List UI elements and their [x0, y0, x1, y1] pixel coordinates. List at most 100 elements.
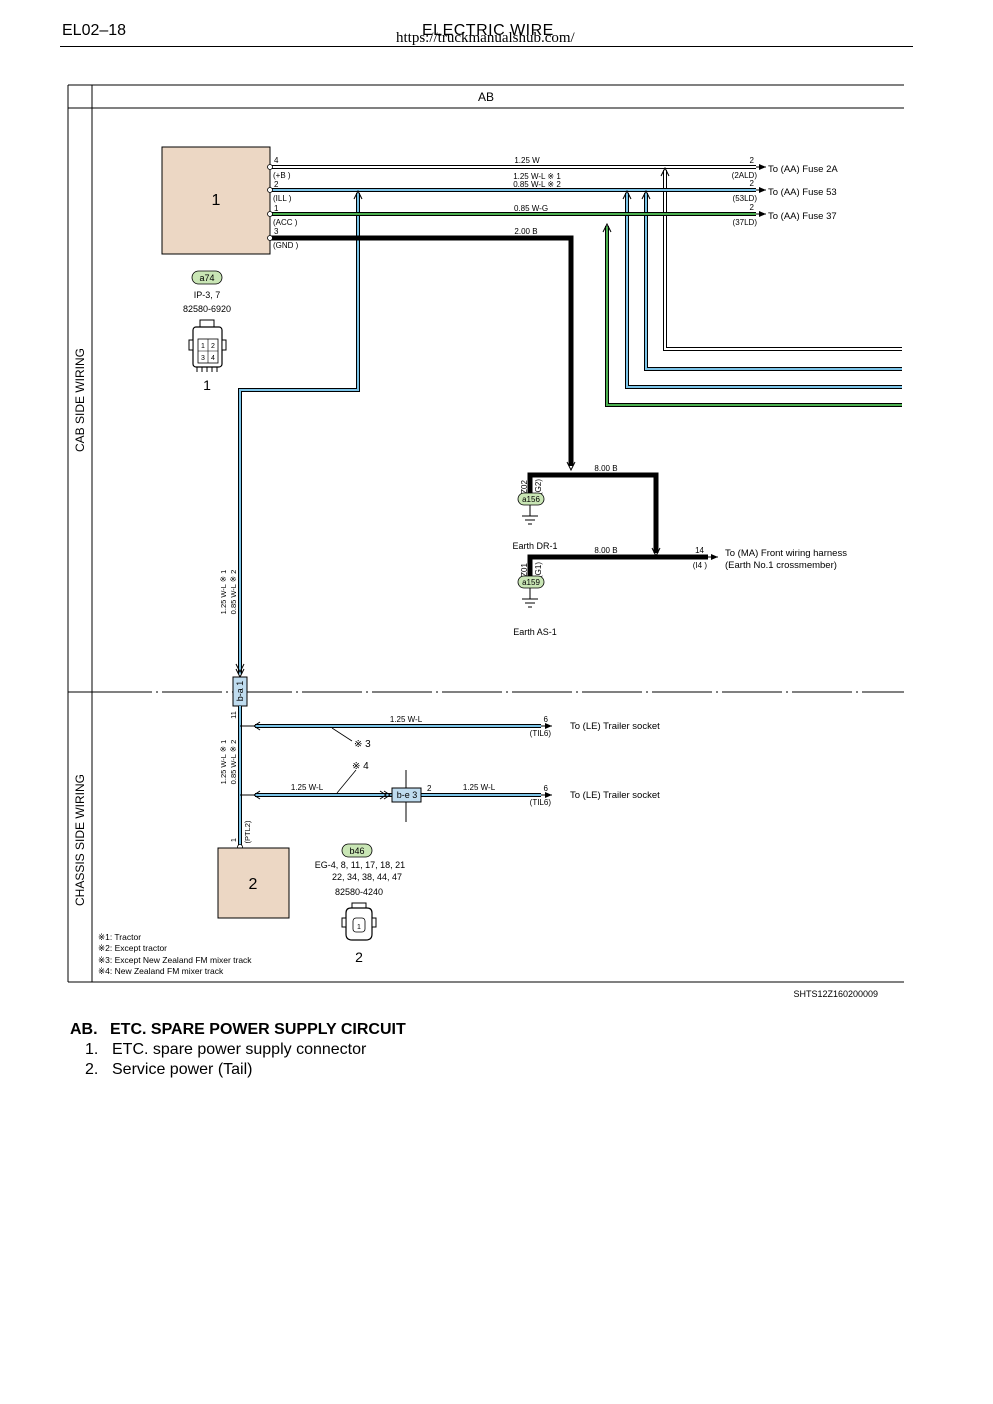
earth-badge — [517, 492, 545, 506]
dest-label: To (AA) Fuse 2A — [768, 164, 838, 175]
dest-code: (53LD) — [733, 194, 758, 203]
earth-pin: (G2) — [534, 479, 543, 495]
component-1-pins: 4 (+B ) 2 (ILL ) 1 (ACC ) 3 (GND ) — [273, 156, 299, 250]
wire-white — [270, 165, 902, 351]
connector-4pin-icon — [188, 319, 227, 372]
earth-pin: (G1) — [534, 562, 543, 578]
connector-part-number: 82580-6920 — [183, 304, 231, 314]
dest-label: To (AA) Fuse 53 — [768, 187, 837, 198]
junction-pin: 11 — [229, 711, 238, 719]
component-2-pin: 1 — [229, 838, 238, 842]
circuit-code: AB — [478, 90, 494, 104]
connector-1pin-icon — [341, 902, 377, 941]
trailer-label: To (LE) Trailer socket — [570, 790, 660, 801]
wire-label: 0.85 W-G — [514, 204, 548, 213]
wire-labels: 1.25 W 1.25 W-L ※ 1 0.85 W-L ※ 2 0.85 W-… — [513, 156, 617, 555]
destination-arrows — [756, 164, 766, 217]
caption-title: ETC. SPARE POWER SUPPLY CIRCUIT — [110, 1021, 406, 1038]
page-code: EL02–18 — [62, 22, 127, 39]
dest-code: (37LD) — [733, 218, 758, 227]
cavity-number: 2 — [211, 343, 215, 350]
front-harness-label: To (MA) Front wiring harness — [725, 548, 847, 559]
dest-code: (2ALD) — [732, 171, 758, 180]
earth-pin: Z01 — [520, 563, 529, 577]
cavity-number: 4 — [211, 355, 215, 362]
watermark-url: https://truckmanualshub.com/ — [396, 30, 575, 46]
pin-name: (GND ) — [273, 241, 299, 250]
earth-badge — [517, 575, 545, 589]
wire-label: 1.25 W-L — [291, 783, 324, 792]
footnotes: ※1: Tractor ※2: Except tractor ※3: Excep… — [98, 932, 252, 976]
note-marker: ※ 3 — [354, 739, 371, 750]
destination-codes: 2 (2ALD) 2 (53LD) 2 (37LD) — [732, 156, 758, 227]
wire-label: 1.25 W-L — [390, 715, 423, 724]
wire-label: 2.00 B — [514, 227, 537, 236]
connector-info: EG-4, 8, 11, 17, 18, 21 — [315, 860, 405, 870]
wire-label: 1.25 W-L ※ 1 — [513, 172, 561, 181]
wire-label: 1.25 W — [514, 156, 540, 165]
section-title: ELECTRIC WIRE — [422, 22, 554, 39]
component-2-number: 2 — [249, 876, 258, 893]
pin-name: (ILL ) — [273, 194, 292, 203]
cab-side-label: CAB SIDE WIRING — [73, 348, 87, 452]
dest-pin: 2 — [750, 179, 755, 188]
earth-label: Earth DR-1 — [512, 541, 557, 551]
cavity-number: 3 — [201, 355, 205, 362]
pin-name: (+B ) — [273, 171, 291, 180]
component-1-pin-circles — [267, 164, 273, 241]
earth-dr1: Z02 (G2) a156 Earth DR-1 — [512, 479, 557, 551]
junction-pin: 2 — [427, 784, 432, 793]
junction-label: b-e 3 — [397, 790, 418, 800]
footnote: ※2: Except tractor — [98, 943, 167, 953]
junction-label: b-a 1 — [235, 681, 245, 702]
component-1-box — [161, 146, 271, 255]
dest-label: To (AA) Fuse 37 — [768, 211, 837, 222]
diagram-frame — [67, 84, 904, 983]
component-1-number: 1 — [212, 192, 221, 209]
trailer-arrows — [541, 723, 552, 798]
dest-pin: 2 — [750, 156, 755, 165]
footnote: ※4: New Zealand FM mixer track — [98, 966, 224, 976]
connector-part-number: 82580-4240 — [335, 887, 383, 897]
connector-icon-label: 1 — [203, 377, 211, 393]
earth-badge-label: a159 — [522, 578, 540, 587]
connector-info: IP-3, 7 — [194, 290, 221, 300]
earth-label: Earth AS-1 — [513, 627, 557, 637]
wire-label: 8.00 B — [594, 546, 617, 555]
trailer-code: (TIL6) — [530, 729, 552, 738]
earth-badge-label: a156 — [522, 495, 540, 504]
caption-item-number: 1. — [85, 1041, 99, 1058]
trailer-pin: 6 — [544, 715, 549, 724]
wire-label: 0.85 W-L ※ 2 — [513, 180, 561, 189]
wire-white-blue — [238, 188, 902, 674]
trailer-code: (TIL6) — [530, 798, 552, 807]
caption-item-text: ETC. spare power supply connector — [112, 1041, 367, 1058]
caption-item: 2.Service power (Tail) — [70, 1060, 406, 1080]
front-harness-pin: 14 — [695, 546, 704, 555]
connector-icon-label: 2 — [355, 949, 363, 965]
chassis-side-label: CHASSIS SIDE WIRING — [73, 774, 87, 906]
pin-number: 3 — [274, 227, 279, 236]
cavity-number: 1 — [357, 924, 361, 931]
trailer-label: To (LE) Trailer socket — [570, 721, 660, 732]
wire-black-ground — [270, 235, 718, 580]
cavity-number: 1 — [201, 343, 205, 350]
wire-label: 0.85 W-L ※ 2 — [229, 740, 238, 785]
footnote: ※1: Tractor — [98, 932, 141, 942]
wire-label: 1.25 W-L ※ 1 — [219, 740, 228, 785]
component-2-box — [217, 847, 290, 919]
junction-be3: b-e 3 2 — [391, 770, 432, 822]
header-rule — [60, 46, 913, 47]
destination-labels: To (AA) Fuse 2A To (AA) Fuse 53 To (AA) … — [768, 164, 838, 222]
pin-number: 1 — [274, 204, 279, 213]
connector-badge-label: b46 — [349, 846, 364, 856]
component-2-pin-code: (PTL2) — [243, 820, 252, 843]
connector-info: 22, 34, 38, 44, 47 — [332, 872, 402, 882]
figure-code: SHTS12Z160200009 — [793, 989, 878, 999]
wire-chassis-blue — [238, 706, 541, 845]
pin-number: 2 — [274, 180, 279, 189]
wire-label: 8.00 B — [594, 464, 617, 473]
caption-item: 1. ETC. spare power supply connector — [70, 1040, 406, 1060]
front-harness-code: (I4 ) — [693, 561, 708, 570]
connector-badge — [341, 843, 373, 858]
